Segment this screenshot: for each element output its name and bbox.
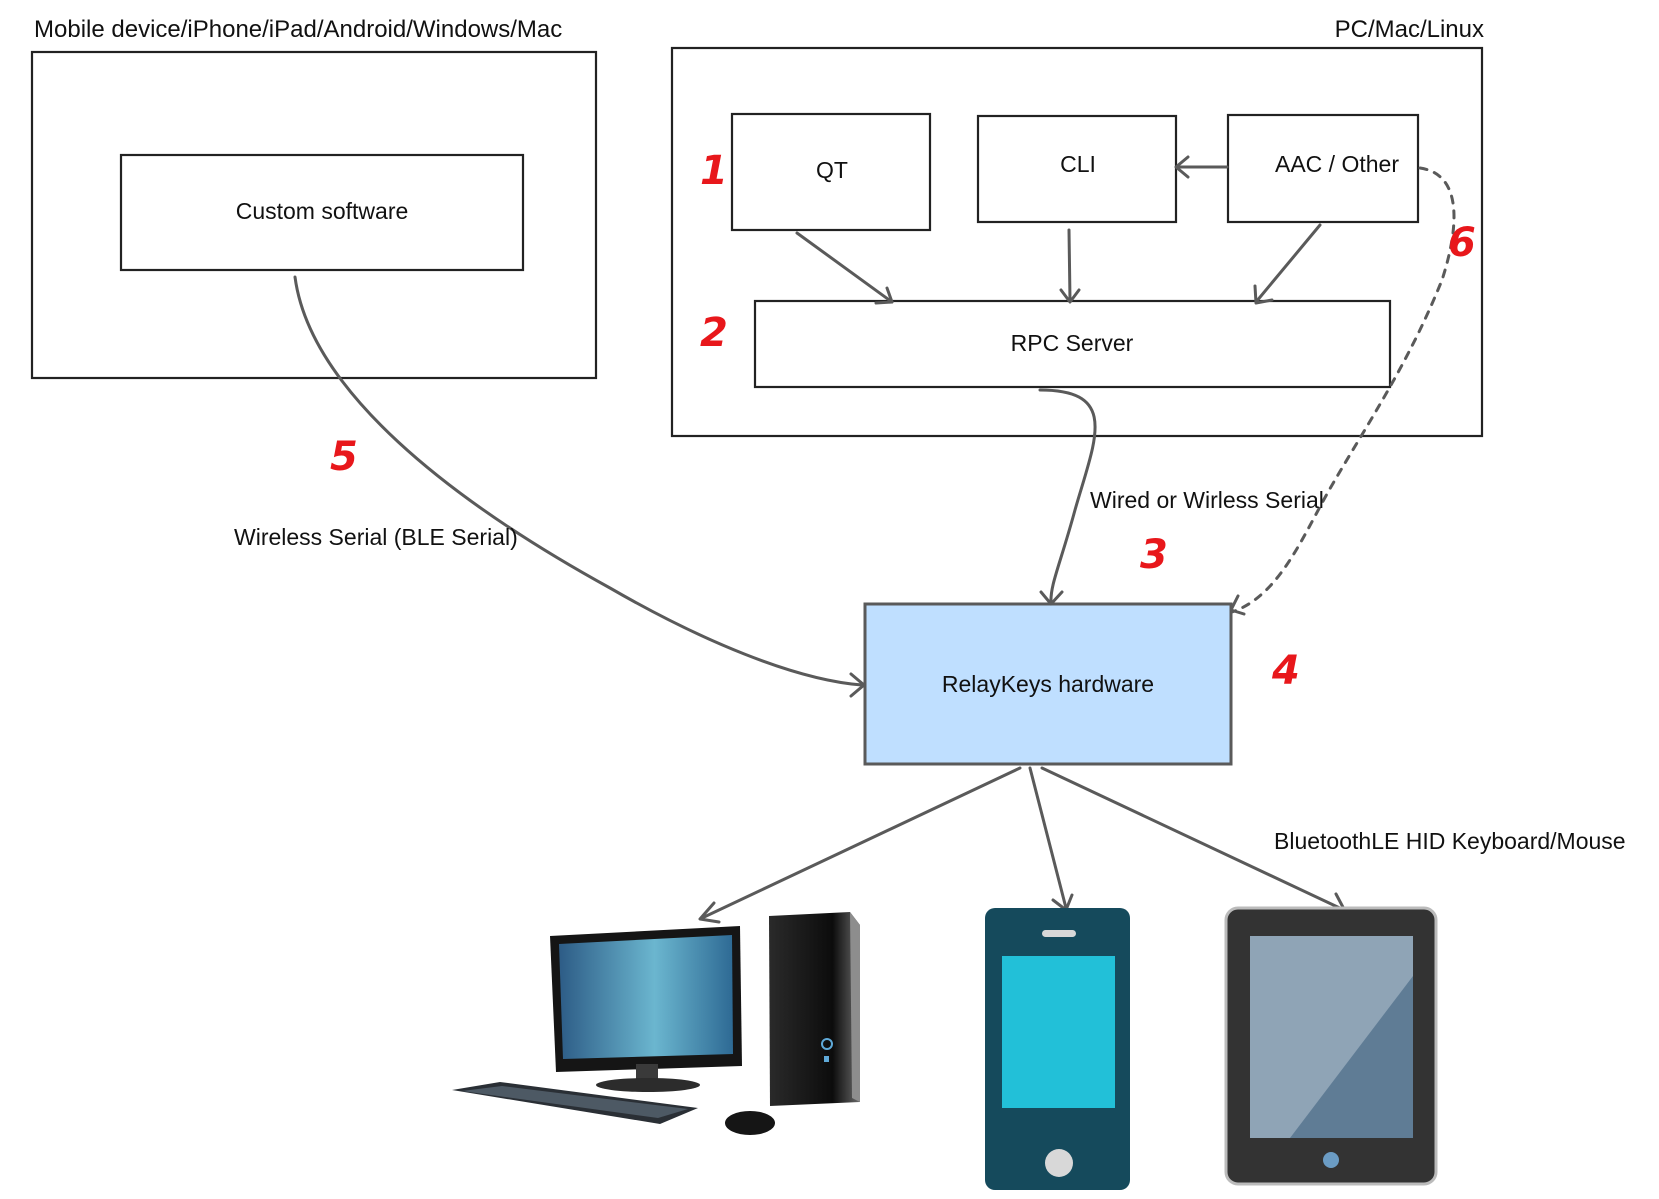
arrow-aac-to-rpc	[1253, 223, 1322, 305]
tablet-icon	[1224, 906, 1438, 1186]
cli-box: CLI	[976, 114, 1178, 224]
arrow-relaykeys-to-desktop	[698, 766, 1022, 924]
qt-label: QT	[816, 157, 848, 183]
edge-label-wired-or-wireless: Wired or Wirless Serial	[1090, 487, 1324, 513]
step-number-6: 6	[1448, 220, 1476, 266]
relaykeys-hardware-box: RelayKeys hardware	[863, 602, 1233, 766]
step-number-1: 1	[700, 148, 728, 194]
arrow-aac-to-cli	[1174, 155, 1229, 179]
cli-label: CLI	[1060, 151, 1096, 177]
pc-container-title: PC/Mac/Linux	[1335, 16, 1484, 43]
arrow-qt-to-rpc	[795, 231, 894, 305]
qt-box: QT	[730, 112, 932, 232]
edge-label-wireless-ble: Wireless Serial (BLE Serial)	[234, 524, 518, 550]
step-number-2: 2	[700, 310, 728, 356]
rpc-server-label: RPC Server	[1011, 330, 1134, 356]
connector-rpc-to-relaykeys	[1038, 388, 1097, 606]
connector-custom-software-to-relaykeys	[293, 275, 866, 698]
mobile-container-title: Mobile device/iPhone/iPad/Android/Window…	[34, 16, 562, 43]
smartphone-icon	[985, 908, 1130, 1190]
aac-other-box: AAC / Other	[1226, 113, 1420, 224]
desktop-computer-icon	[452, 912, 860, 1135]
rpc-server-box: RPC Server	[753, 299, 1392, 389]
relaykeys-hardware-label: RelayKeys hardware	[942, 671, 1154, 697]
connector-aac-to-relaykeys-dashed	[1229, 166, 1456, 616]
custom-software-label: Custom software	[236, 198, 409, 224]
aac-other-label: AAC / Other	[1275, 151, 1399, 177]
step-number-5: 5	[330, 434, 358, 480]
arrow-cli-to-rpc	[1059, 228, 1081, 304]
custom-software-box: Custom software	[119, 153, 525, 272]
edge-label-ble-hid: BluetoothLE HID Keyboard/Mouse	[1274, 828, 1626, 854]
arrow-relaykeys-to-phone	[1028, 766, 1074, 912]
step-number-4: 4	[1271, 648, 1300, 694]
step-number-3: 3	[1140, 532, 1168, 578]
